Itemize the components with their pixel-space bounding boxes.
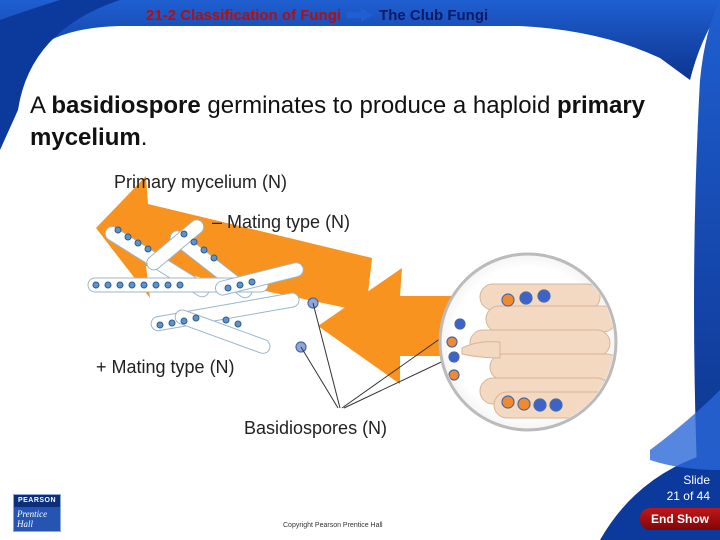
body-text: A basidiospore germinates to produce a h… <box>30 90 690 154</box>
mycelium-nuclei <box>92 226 256 329</box>
body-middle: germinates to produce a haploid <box>200 92 557 119</box>
section-title: 21-2 Classification of Fungi <box>146 6 342 24</box>
slide-count: 21 of 44 <box>666 489 710 503</box>
arrow-lower <box>318 268 452 384</box>
copyright-text: Copyright Pearson Prentice Hall <box>283 522 383 529</box>
label-minus-mating-type: – Mating type (N) <box>212 212 351 232</box>
header: 21-2 Classification of Fungi The Club Fu… <box>146 4 488 26</box>
mycelium-filaments <box>87 219 304 354</box>
label-primary-mycelium: Primary mycelium (N) <box>114 172 287 192</box>
term-primary-mycelium: primary mycelium <box>30 92 646 151</box>
end-show-button[interactable]: End Show <box>640 508 720 530</box>
publisher-logo: PEARSON Prentice Hall <box>13 494 61 532</box>
topic-title: The Club Fungi <box>379 6 489 24</box>
logo-prentice-hall: Prentice Hall <box>14 507 60 531</box>
frame-top-band <box>0 0 720 90</box>
frame-left-swoosh <box>0 0 120 150</box>
body-prefix: A <box>30 92 52 119</box>
magnified-lens <box>438 252 618 432</box>
logo-pearson: PEARSON <box>14 495 60 507</box>
label-basidiospores: Basidiospores (N) <box>244 418 388 438</box>
loose-spores <box>295 297 319 353</box>
slide-number: Slide 21 of 44 <box>667 472 710 504</box>
slide-label: Slide <box>683 473 710 487</box>
term-basidiospore: basidiospore <box>51 92 201 119</box>
body-suffix: . <box>140 124 148 151</box>
frame-right-fade <box>650 390 720 470</box>
arrow-right-icon <box>347 8 374 22</box>
label-plus-mating-type: + Mating type (N) <box>96 357 235 377</box>
arrow-upper <box>96 176 372 312</box>
